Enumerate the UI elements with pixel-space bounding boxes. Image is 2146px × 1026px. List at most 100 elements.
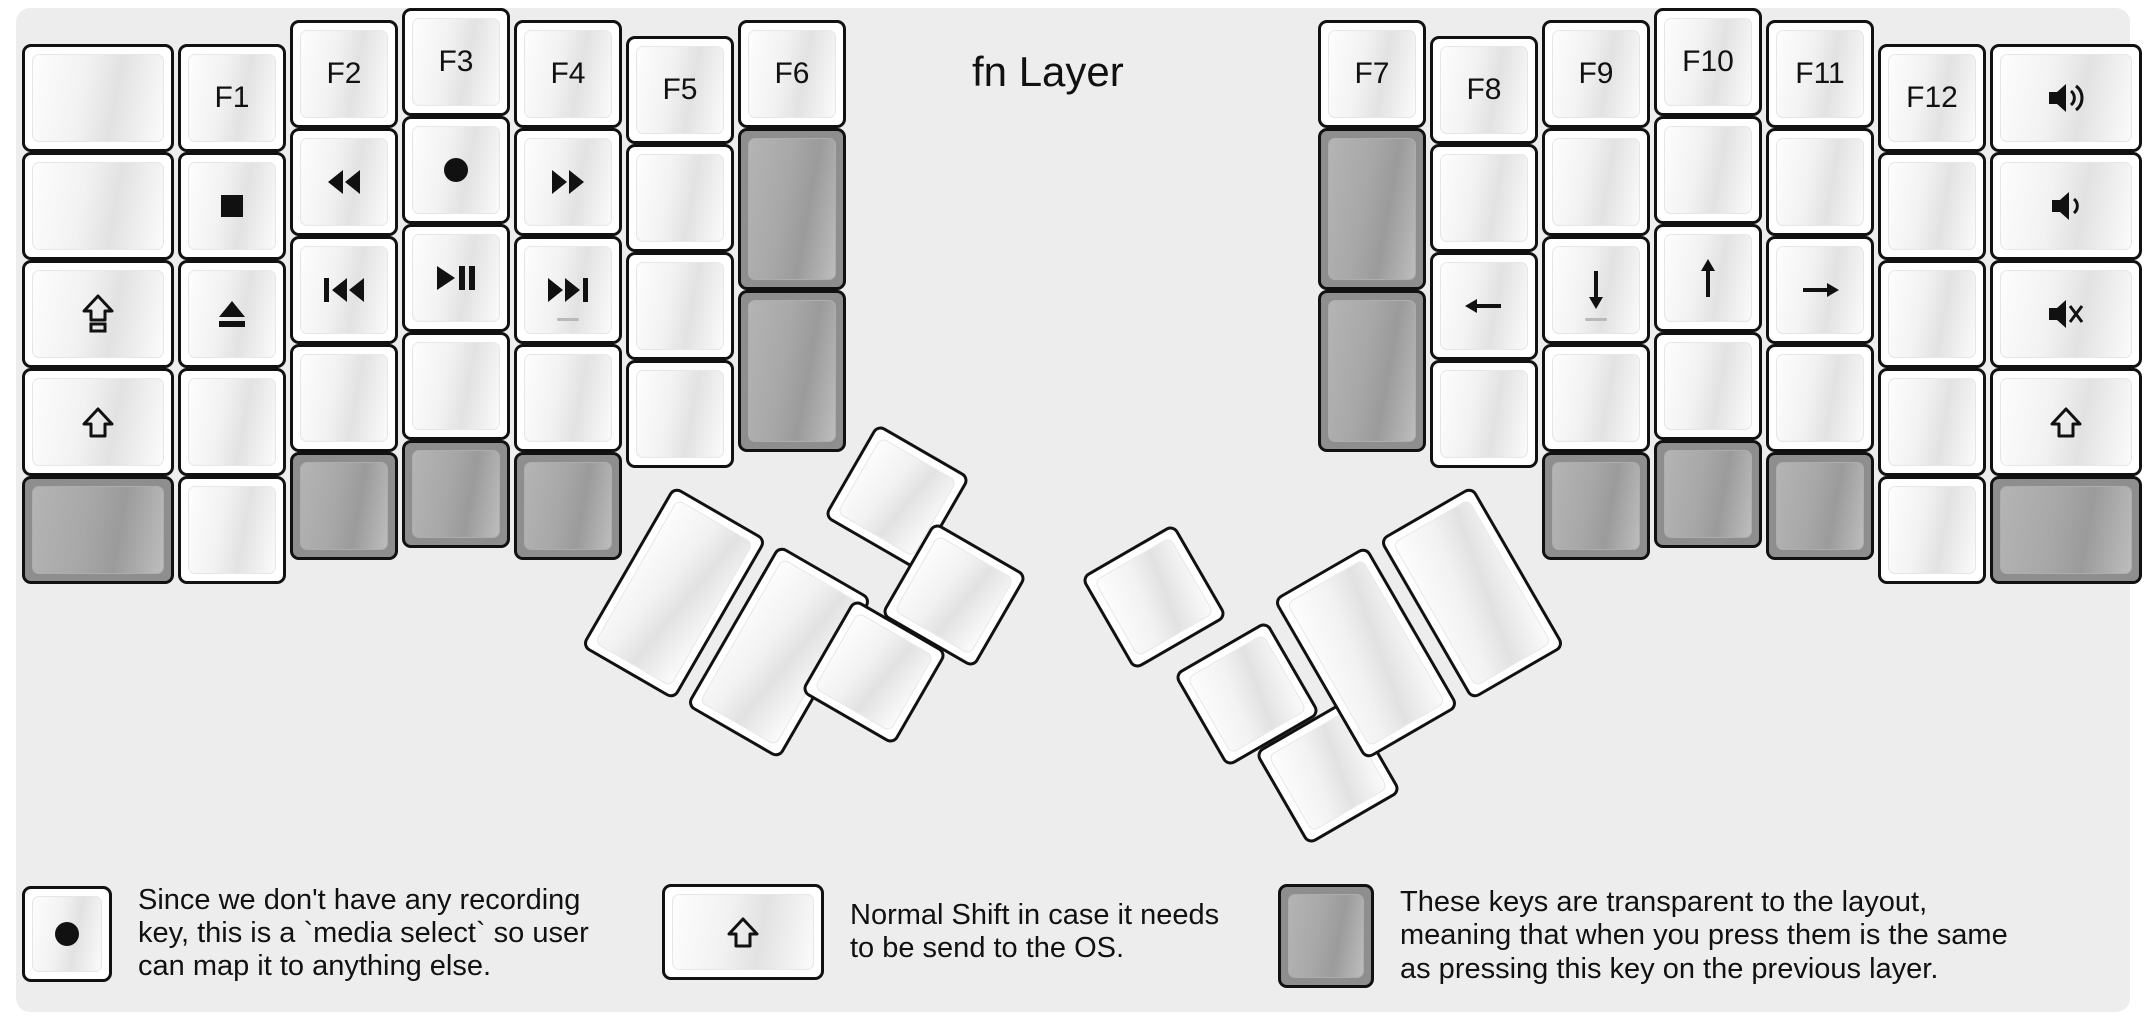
key-left-index-1[interactable] [514, 128, 622, 236]
homing-bar [1585, 318, 1607, 321]
key-right-index-inner-0[interactable]: F8 [1430, 36, 1538, 144]
key-right-pinky-outer-0[interactable] [1990, 44, 2142, 152]
keycap-face [1776, 462, 1864, 550]
previous-track-icon [321, 275, 367, 305]
keycap-face [32, 895, 102, 972]
key-right-ring-2[interactable] [1766, 236, 1874, 344]
key-right-middle-1[interactable] [1654, 116, 1762, 224]
key-right-index-inner-2[interactable] [1430, 252, 1538, 360]
key-left-ring-1[interactable] [290, 128, 398, 236]
key-left-pinky-4[interactable] [178, 476, 286, 584]
key-left-index-3[interactable] [514, 344, 622, 452]
key-right-pinky-outer-2[interactable] [1990, 260, 2142, 368]
key-left-pinky-0[interactable]: F1 [178, 44, 286, 152]
key-left-pinky-2[interactable] [178, 260, 286, 368]
key-right-pinky-outer-3[interactable] [1990, 368, 2142, 476]
keycap-face [1776, 138, 1864, 226]
key-label: F6 [774, 57, 810, 90]
key-right-pinky-0[interactable]: F12 [1878, 44, 1986, 152]
key-left-index-4[interactable] [514, 452, 622, 560]
key-right-pinky-3[interactable] [1878, 368, 1986, 476]
homing-bar [557, 318, 579, 321]
key-right-index-2[interactable] [1542, 236, 1650, 344]
key-label: F4 [550, 57, 586, 90]
keycap-face: F10 [1664, 18, 1752, 106]
key-left-middle-1[interactable] [402, 116, 510, 224]
key-label: F10 [1682, 45, 1734, 78]
key-left-inner-column-2[interactable] [738, 290, 846, 452]
keycap-face [188, 270, 276, 358]
keycap-face [188, 486, 276, 574]
key-right-pinky-outer-1[interactable] [1990, 152, 2142, 260]
keycap-face [412, 126, 500, 214]
key-left-ring-2[interactable] [290, 236, 398, 344]
key-right-pinky-outer-4[interactable] [1990, 476, 2142, 584]
key-left-ring-3[interactable] [290, 344, 398, 452]
keycap-face [748, 300, 836, 442]
legend-key-2[interactable] [1278, 884, 1374, 988]
keycap-face [32, 486, 164, 574]
key-right-index-0[interactable]: F9 [1542, 20, 1650, 128]
keycap-face [1552, 354, 1640, 442]
keycap-face [1776, 246, 1864, 334]
key-left-pinky-outer-2[interactable] [22, 260, 174, 368]
keycap-face [1552, 462, 1640, 550]
keycap-face [1888, 162, 1976, 250]
key-left-pinky-outer-1[interactable] [22, 152, 174, 260]
key-right-index-4[interactable] [1542, 452, 1650, 560]
key-left-inner-column-1[interactable] [738, 128, 846, 290]
key-right-middle-3[interactable] [1654, 332, 1762, 440]
key-left-ring-4[interactable] [290, 452, 398, 560]
key-left-pinky-outer-4[interactable] [22, 476, 174, 584]
key-label: F8 [1466, 73, 1502, 106]
keycap-face: F2 [300, 30, 388, 118]
caps-lock-icon [81, 293, 115, 335]
keycap-face [1664, 450, 1752, 538]
key-left-middle-3[interactable] [402, 332, 510, 440]
key-right-pinky-4[interactable] [1878, 476, 1986, 584]
key-right-index-inner-3[interactable] [1430, 360, 1538, 468]
key-left-middle-4[interactable] [402, 440, 510, 548]
key-left-pinky-outer-0[interactable] [22, 44, 174, 152]
key-left-pinky-outer-3[interactable] [22, 368, 174, 476]
key-right-ring-3[interactable] [1766, 344, 1874, 452]
keycap-face [1888, 378, 1976, 466]
volume-down-icon [2049, 188, 2083, 224]
keycap-face [32, 270, 164, 358]
legend-key-1[interactable] [662, 884, 824, 980]
key-right-index-inner-1[interactable] [1430, 144, 1538, 252]
key-left-index-0[interactable]: F4 [514, 20, 622, 128]
key-right-middle-4[interactable] [1654, 440, 1762, 548]
keycap-face [524, 138, 612, 226]
key-left-ring-0[interactable]: F2 [290, 20, 398, 128]
keycap-face [672, 894, 814, 970]
key-right-pinky-2[interactable] [1878, 260, 1986, 368]
key-right-inner-column-0[interactable]: F7 [1318, 20, 1426, 128]
keycap-face [1328, 300, 1416, 442]
keycap-face [524, 354, 612, 442]
key-right-middle-0[interactable]: F10 [1654, 8, 1762, 116]
key-right-index-1[interactable] [1542, 128, 1650, 236]
key-left-index-inner-3[interactable] [626, 360, 734, 468]
key-left-index-inner-1[interactable] [626, 144, 734, 252]
key-right-ring-1[interactable] [1766, 128, 1874, 236]
legend-key-0[interactable] [22, 885, 112, 982]
key-left-middle-2[interactable] [402, 224, 510, 332]
key-left-pinky-3[interactable] [178, 368, 286, 476]
key-left-index-inner-2[interactable] [626, 252, 734, 360]
key-left-inner-column-0[interactable]: F6 [738, 20, 846, 128]
record-icon [50, 917, 84, 951]
key-right-pinky-1[interactable] [1878, 152, 1986, 260]
key-left-index-2[interactable] [514, 236, 622, 344]
key-right-inner-column-1[interactable] [1318, 128, 1426, 290]
key-left-pinky-1[interactable] [178, 152, 286, 260]
key-right-middle-2[interactable] [1654, 224, 1762, 332]
key-right-inner-column-2[interactable] [1318, 290, 1426, 452]
volume-mute-icon [2046, 296, 2086, 332]
key-right-ring-4[interactable] [1766, 452, 1874, 560]
key-left-middle-0[interactable]: F3 [402, 8, 510, 116]
key-left-index-inner-0[interactable]: F5 [626, 36, 734, 144]
keycap-face [636, 370, 724, 458]
key-right-ring-0[interactable]: F11 [1766, 20, 1874, 128]
key-right-index-3[interactable] [1542, 344, 1650, 452]
